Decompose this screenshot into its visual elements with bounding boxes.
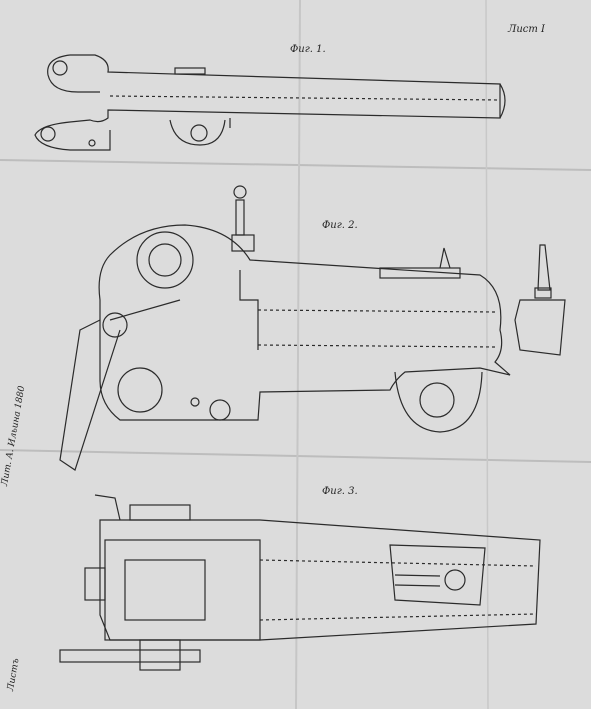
figure-1-label: Фиг. 1.: [290, 44, 326, 55]
figure-3-label: Фиг. 3.: [322, 486, 358, 497]
figure-1-drawing: [34, 54, 506, 151]
figure-2-drawing: [59, 185, 566, 471]
paper-fold-line: [0, 449, 591, 463]
paper-fold-line: [485, 0, 489, 709]
paper-fold-line: [295, 0, 301, 709]
plate-label: Лист I: [508, 24, 545, 35]
paper-fold-line: [0, 159, 591, 171]
figure-3-drawing: [59, 494, 541, 671]
figure-2-label: Фиг. 2.: [322, 220, 358, 231]
